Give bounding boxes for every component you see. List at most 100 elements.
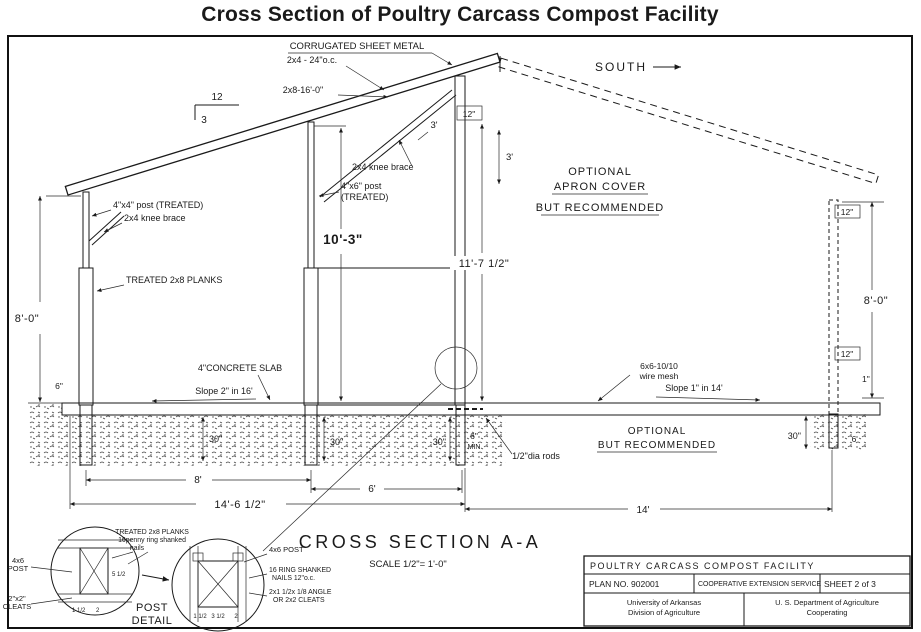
boxed-dimensions: 12" 12" 12" 1" 6" 6" MIN 6	[55, 105, 870, 451]
title-block-coop: COOPERATIVE EXTENSION SERVICE	[698, 581, 821, 588]
svg-text:30": 30"	[788, 431, 801, 441]
dim-one-inch: 1"	[862, 374, 870, 384]
detail-post-left-label-2: POST	[8, 564, 29, 573]
detail-dim-c2: 2	[234, 614, 238, 620]
dowel-rods-label: 1/2"dia rods	[512, 451, 560, 461]
detail-arrow-icon	[141, 574, 170, 582]
post-detail-title-2: DETAIL	[132, 615, 173, 627]
detail-post-right-label: 4x6 POST	[269, 545, 304, 554]
optional-slab-label-2: BUT RECOMMENDED	[598, 440, 716, 451]
dim-apron-top: 12"	[841, 207, 853, 217]
apron-cover-note: OPTIONAL APRON COVER BUT RECOMMENDED	[536, 166, 664, 216]
svg-text:30": 30"	[433, 437, 446, 447]
detail-dim-a: 5 1/2	[112, 572, 126, 578]
roof-labels: CORRUGATED SHEET METAL 2x4 - 24"o.c. 2x8…	[283, 41, 453, 99]
dim-apron-wall: 8'-0"	[864, 295, 888, 307]
vertical-dimensions: 8'-0" 10'-3" 11'-7 1/2" 8'-0" 3' 3'	[15, 120, 888, 402]
slope-left-label: Slope 2" in 16'	[195, 386, 253, 396]
wire-mesh-label-1: 6x6-10/10	[640, 361, 678, 371]
section-title: CROSS SECTION A-A	[299, 532, 542, 552]
post-4x6-label-2: (TREATED)	[341, 192, 388, 202]
roof-pitch-symbol: 12 3	[194, 92, 239, 126]
dim-mid-height: 10'-3"	[323, 232, 363, 247]
right-post-4x6	[454, 75, 466, 466]
dim-span-right: 14'	[636, 505, 649, 516]
dim-six-right: 6	[852, 434, 857, 444]
title-block-usda-2: Cooperating	[807, 608, 848, 617]
dim-span-left: 14'-6 1/2"	[214, 499, 265, 511]
knee-brace-left	[88, 211, 125, 246]
middle-post-4x6	[303, 121, 319, 466]
svg-text:30": 30"	[209, 434, 222, 444]
embedment-dimensions: 30" 30" 30" 30"	[201, 416, 808, 461]
rafter-label: 2x8-16'-0"	[283, 85, 323, 95]
horizontal-dimensions: 8' 6' 14'-6 1/2" 14'	[69, 416, 833, 516]
ground-hatch	[28, 402, 866, 466]
corrugated-label: CORRUGATED SHEET METAL	[290, 41, 425, 52]
optional-slab-label-1: OPTIONAL	[628, 426, 687, 437]
section-scale: SCALE 1/2"= 1'-0"	[369, 559, 446, 570]
slope-right-label: Slope 1" in 14'	[665, 383, 723, 393]
title-block-univ-1: University of Arkansas	[627, 598, 701, 607]
knee-brace-middle	[319, 89, 457, 203]
title-block-facility: POULTRY CARCASS COMPOST FACILITY	[590, 561, 815, 571]
title-block-plan-no: PLAN NO. 902001	[589, 579, 660, 589]
roof-corrugated	[64, 52, 501, 196]
detail-nails-label-1: 16 RING SHANKED	[269, 567, 331, 574]
title-block-univ-2: Division of Agriculture	[628, 608, 700, 617]
svg-text:APRON COVER: APRON COVER	[554, 181, 646, 193]
post-detail-title-1: POST	[136, 602, 168, 614]
title-block: POULTRY CARCASS COMPOST FACILITY PLAN NO…	[583, 555, 911, 627]
dim-bay-left: 8'	[194, 475, 202, 486]
south-indicator: SOUTH	[595, 60, 681, 74]
detail-cleats-label-2: CLEATS	[3, 602, 32, 611]
slab-labels: 4"CONCRETE SLAB Slope 2" in 16' 6x6-10/1…	[151, 361, 761, 461]
post-detail: 5 1/2 1 1/2 2 1 1/2 3 1/2 2	[50, 526, 265, 632]
svg-text:12: 12	[211, 92, 223, 103]
svg-text:OPTIONAL: OPTIONAL	[568, 166, 632, 178]
sheet-border	[7, 35, 913, 629]
knee-brace-mid-label: 2x4 knee brace	[352, 162, 414, 172]
apron-post-dashed	[828, 199, 839, 449]
concrete-slab	[61, 402, 881, 416]
knee-brace-left-label: 2x4 knee brace	[124, 213, 186, 223]
detail-dim-c1: 2	[96, 608, 100, 614]
title-block-usda-1: U. S. Department of Agriculture	[775, 598, 879, 607]
compost-bin-planks	[317, 267, 456, 406]
detail-cleats-label-1: 2"x2"	[8, 594, 26, 603]
framing-labels: 4"x4" post (TREATED) 2x4 knee brace 4"x6…	[91, 139, 414, 292]
post-4x6-label-1: 4"x6" post	[341, 181, 382, 191]
purlin-label: 2x4 - 24"o.c.	[287, 55, 337, 65]
dim-overhang: 12"	[463, 109, 475, 119]
dim-six-left: 6"	[55, 381, 63, 391]
dim-post-top: 3'	[506, 152, 513, 163]
dim-wall-left: 8'-0"	[15, 313, 39, 325]
svg-text:BUT RECOMMENDED: BUT RECOMMENDED	[536, 202, 664, 214]
post-detail-labels: TREATED 2x8 PLANKS 16penny ring shanked …	[3, 529, 332, 627]
dim-six-bin: 6"	[470, 431, 478, 441]
detail-dim-d: 3 1/2	[211, 614, 225, 620]
dim-min: MIN	[468, 444, 481, 451]
detail-planks-label-1: TREATED 2x8 PLANKS	[115, 529, 189, 536]
detail-dim-b1: 1 1/2	[72, 608, 86, 614]
detail-dim-b2: 1 1/2	[193, 614, 207, 620]
svg-text:3: 3	[201, 115, 207, 126]
title-block-sheet: SHEET 2 of 3	[824, 579, 876, 589]
detail-nails-label-2: NAILS 12"o.c.	[272, 575, 315, 582]
detail-planks-label-3: nails	[130, 545, 145, 552]
svg-text:30": 30"	[330, 437, 343, 447]
wire-mesh-label-2: wire mesh	[639, 371, 679, 381]
dim-apron-bottom: 12"	[841, 349, 853, 359]
planks-label: TREATED 2x8 PLANKS	[126, 275, 222, 285]
dim-eave-height: 11'-7 1/2"	[459, 258, 510, 270]
detail-planks-label-2: 16penny ring shanked	[118, 537, 186, 544]
left-post-4x4	[78, 191, 94, 466]
detail-angle-label-2: OR 2x2 CLEATS	[273, 597, 325, 604]
detail-post-left-label-1: 4x6	[12, 556, 24, 565]
slab-label: 4"CONCRETE SLAB	[198, 363, 282, 373]
detail-callout	[262, 346, 478, 552]
dim-bay-mid: 6'	[368, 484, 376, 495]
apron-roof-dashed	[497, 57, 880, 185]
